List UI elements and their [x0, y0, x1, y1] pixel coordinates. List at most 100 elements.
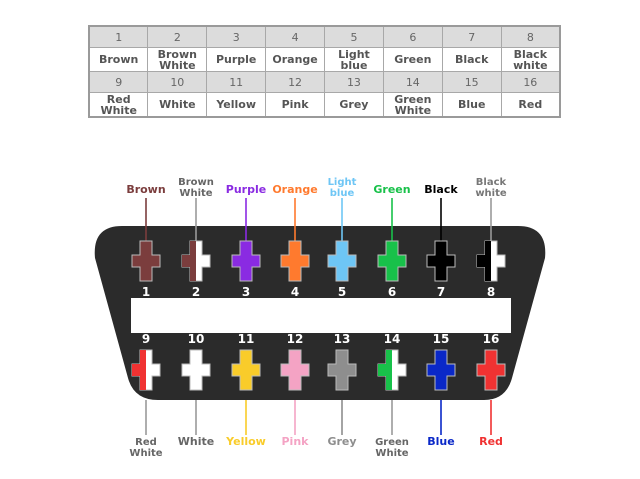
pin-cross-icon: [426, 349, 456, 391]
pin-color-text: Orange: [272, 53, 318, 66]
pin-color-label: Black: [424, 183, 458, 196]
pin-7: 7 Black: [424, 183, 458, 299]
pin-color-label: Brown: [126, 183, 165, 196]
pin-number: 2: [192, 285, 200, 299]
pin-number-cell: 9: [88, 71, 149, 93]
pin-color-text: white: [513, 58, 548, 72]
pin-number-cell: 4: [265, 25, 325, 48]
pin-stripe: [378, 350, 392, 390]
pin-color-label: White: [179, 188, 212, 199]
pin-cross-icon: [327, 349, 357, 391]
pin-number-cell: 11: [206, 71, 267, 93]
pin-color-cell: Blue: [441, 92, 502, 118]
pin-number: 16: [483, 332, 500, 346]
pin-color-text: White: [394, 103, 432, 117]
pin-cross-icon: [327, 240, 357, 282]
pin-color-label: Brown: [178, 177, 214, 188]
pin-color-text: Green: [394, 53, 432, 66]
pin-color-text: blue: [340, 58, 368, 72]
pin-number: 8: [487, 285, 495, 299]
pin-number: 15: [433, 332, 450, 346]
pin-number-cell: 10: [147, 71, 208, 93]
pin-number-cell: 16: [500, 71, 561, 93]
pin-cross-icon: [231, 349, 261, 391]
pin-cross-icon: [377, 240, 407, 282]
pin-number: 13: [334, 332, 351, 346]
pin-color-label: Black: [476, 177, 507, 188]
pin-color-cell: White: [147, 92, 208, 118]
pin-number: 3: [242, 285, 250, 299]
pin-number-cell: 2: [147, 25, 208, 48]
pin-color-cell: Purple: [206, 47, 267, 72]
pin-stripe: [132, 350, 146, 390]
pin-color-label: Yellow: [225, 435, 266, 448]
pin-color-cell: Yellow: [206, 92, 267, 118]
pin-color-label: Light: [328, 177, 357, 188]
pin-number-cell: 1: [88, 25, 149, 48]
pin-cross-icon: [426, 240, 456, 282]
pin-color-label: White: [375, 448, 408, 459]
pin-number: 12: [287, 332, 304, 346]
pin-number: 5: [338, 285, 346, 299]
pin-number-cell: 5: [324, 25, 384, 48]
connector-key-slot: [131, 298, 511, 333]
pin-color-text: Black: [454, 53, 489, 66]
pin-number: 4: [291, 285, 299, 299]
pin-cross-icon: [181, 349, 211, 391]
pin-color-text: Pink: [281, 98, 309, 111]
pin-number-cell: 13: [324, 71, 384, 93]
pin-color-text: Light: [338, 47, 370, 61]
pin-color-label: Red: [135, 437, 157, 448]
pin-number-cell: 15: [441, 71, 502, 93]
pin-color-label: Pink: [282, 435, 310, 448]
pin-color-label: White: [178, 435, 214, 448]
pin-3: 3 Purple: [226, 183, 266, 299]
pin-cross-icon: [476, 349, 506, 391]
pin-number: 6: [388, 285, 396, 299]
pin-color-text: Blue: [457, 98, 486, 111]
pin-number-cell: 12: [265, 71, 325, 93]
pin-color-text: Brown: [157, 47, 197, 61]
pin-color-text: Purple: [215, 53, 257, 66]
pin-color-cell: Red: [500, 92, 561, 118]
pin-stripe: [477, 241, 491, 281]
pin-color-text: White: [100, 103, 137, 117]
pin-number: 11: [238, 332, 255, 346]
pin-color-label: Red: [479, 435, 503, 448]
pin-color-cell: Grey: [324, 92, 384, 118]
pin-number: 7: [437, 285, 445, 299]
pin-color-text: White: [159, 58, 196, 72]
pin-color-label: Purple: [226, 183, 266, 196]
pin-number: 14: [384, 332, 401, 346]
pin-color-text: Red: [518, 98, 543, 111]
pin-color-text: Green: [394, 92, 432, 106]
pin-color-label: White: [129, 448, 162, 459]
pin-number: 9: [142, 332, 150, 346]
pin-color-label: Blue: [427, 435, 454, 448]
pin-color-text: Grey: [339, 98, 369, 111]
pin-cross-icon: [280, 349, 310, 391]
pin-color-text: Red: [106, 92, 131, 106]
